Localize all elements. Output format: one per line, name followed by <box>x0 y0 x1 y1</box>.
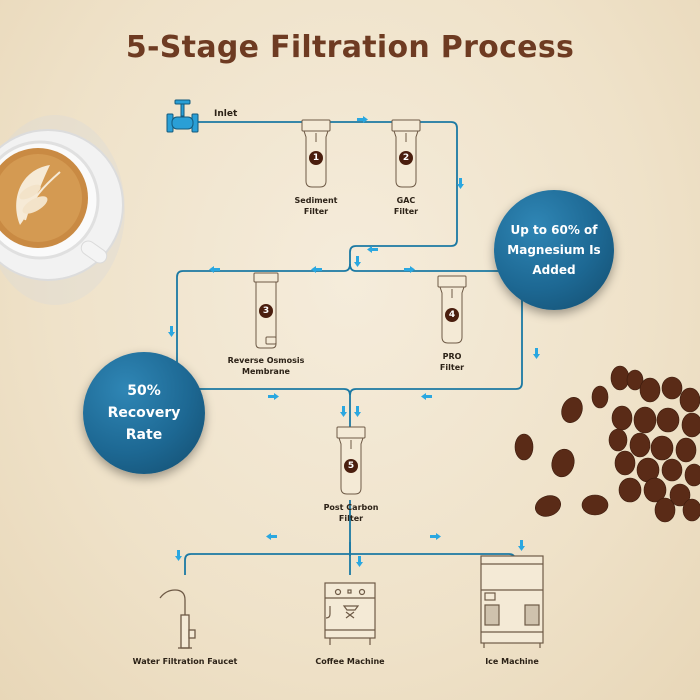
stage-5-label-line1: Post Carbon <box>323 503 379 512</box>
filter-3-icon <box>253 272 279 349</box>
arrow-right <box>430 533 441 540</box>
magnesium-callout-line2: Magnesium Is <box>507 243 601 257</box>
recovery-callout-line1: 50% <box>127 383 161 399</box>
arrow-down <box>518 540 525 551</box>
arrow-right <box>268 393 279 400</box>
stage-3-label-line1: Reverse Osmosis <box>227 356 305 365</box>
magnesium-callout: Up to 60% of Magnesium Is Added <box>494 190 614 310</box>
magnesium-callout-line1: Up to 60% of <box>510 223 598 237</box>
stage-1-label-line1: Sediment <box>294 196 338 205</box>
magnesium-callout-line3: Added <box>532 263 576 277</box>
arrow-down <box>354 256 361 267</box>
recovery-callout-line2: Recovery <box>107 405 181 421</box>
arrow-down <box>533 348 540 359</box>
arrow-right <box>357 116 368 123</box>
stage-4-label: PRO Filter <box>412 351 492 373</box>
ice-machine-icon <box>480 555 544 648</box>
arrow-down <box>457 178 464 189</box>
stage-5-label: Post Carbon Filter <box>311 502 391 524</box>
stage-2-label: GAC Filter <box>366 195 446 217</box>
stage-3-label: Reverse Osmosis Membrane <box>216 355 316 377</box>
output-label-ice-machine: Ice Machine <box>485 657 539 666</box>
arrow-left <box>421 393 432 400</box>
arrow-left <box>311 266 322 273</box>
valve-icon <box>166 99 199 133</box>
filter-2-icon <box>391 119 421 188</box>
arrow-left <box>367 246 378 253</box>
filter-4-icon <box>437 275 467 344</box>
stage-4-label-line2: Filter <box>439 363 465 372</box>
stage-3-badge: 3 <box>262 306 270 316</box>
stage-4-label-line1: PRO <box>442 352 462 361</box>
arrow-left <box>209 266 220 273</box>
inlet-label: Inlet <box>214 109 238 119</box>
page-title: 5-Stage Filtration Process <box>125 30 575 65</box>
stage-1-label-line2: Filter <box>303 207 329 216</box>
stage-1-badge: 1 <box>312 153 320 163</box>
arrow-right <box>404 266 415 273</box>
arrow-down <box>356 556 363 567</box>
output-label-coffee-machine: Coffee Machine <box>315 657 385 666</box>
stage-2-badge: 2 <box>402 153 410 163</box>
faucet-icon <box>159 589 196 649</box>
recovery-callout: 50% Recovery Rate <box>83 352 205 474</box>
arrow-down <box>175 550 182 561</box>
stage-3-label-line2: Membrane <box>242 367 290 376</box>
filter-1-icon <box>301 119 331 188</box>
arrow-down <box>168 326 175 337</box>
coffee-machine-icon <box>324 582 376 645</box>
arrow-down <box>340 406 347 417</box>
stage-5-badge: 5 <box>347 461 355 471</box>
stage-4-badge: 4 <box>448 310 456 320</box>
recovery-callout-line3: Rate <box>125 427 163 443</box>
filter-housings <box>253 119 467 495</box>
stage-1-label: Sediment Filter <box>276 195 356 217</box>
stage-5-label-line2: Filter <box>338 514 364 523</box>
stage-2-label-line1: GAC <box>396 196 416 205</box>
arrow-down <box>354 406 361 417</box>
filter-5-icon <box>336 426 366 495</box>
stage-2-label-line2: Filter <box>393 207 419 216</box>
output-label-faucet: Water Filtration Faucet <box>132 657 238 666</box>
arrow-left <box>266 533 277 540</box>
flow-arrows <box>168 116 540 567</box>
